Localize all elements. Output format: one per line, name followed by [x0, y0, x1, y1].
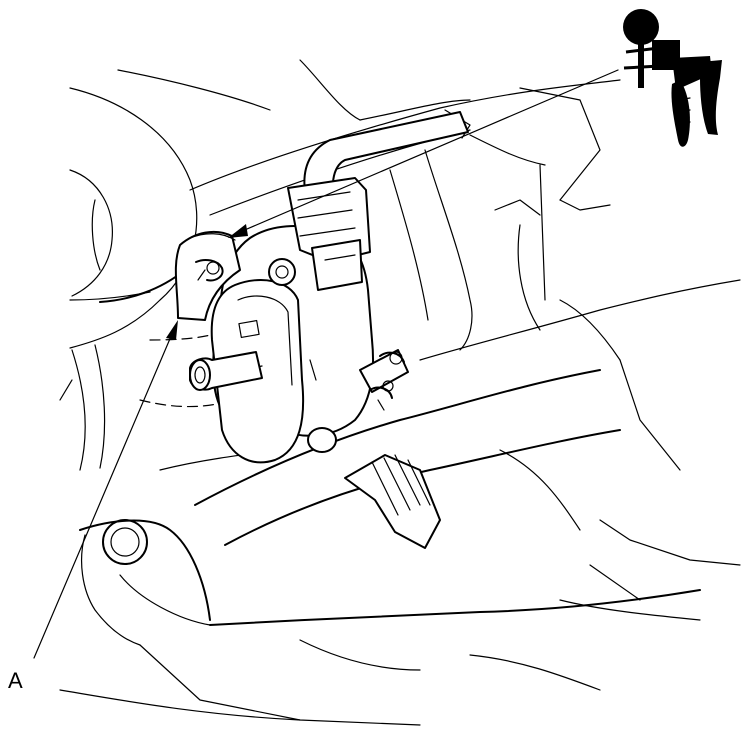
tool-connection-leader [228, 69, 619, 238]
background-structure [59, 59, 741, 726]
right-hose-clamps [359, 349, 409, 411]
strap-clip [344, 454, 441, 549]
purge-control-solenoid-valve [189, 177, 375, 464]
mount-boss [102, 519, 148, 565]
vacuum-pump-gauge-icon [623, 9, 722, 147]
hose-a [174, 230, 241, 321]
vacuum-hose [303, 111, 469, 193]
mounting-bolt-upper [268, 258, 296, 286]
mounting-bolt-lower [307, 427, 337, 453]
callout-a-leader [33, 320, 178, 659]
callout-label-a: A [8, 668, 23, 693]
